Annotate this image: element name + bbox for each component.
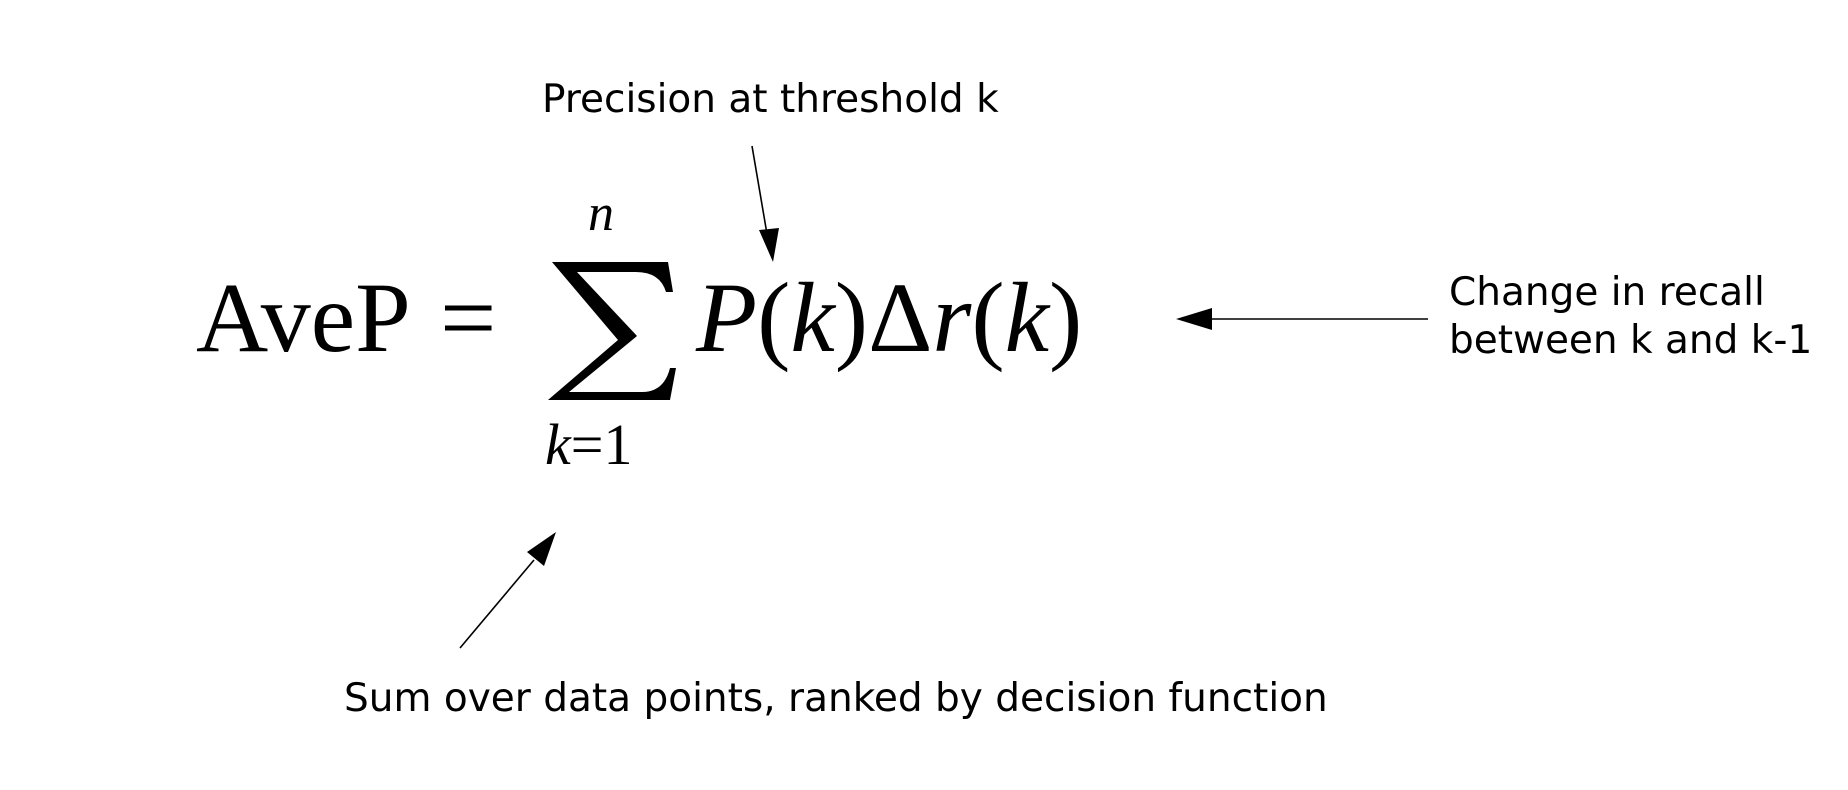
formula-equals: = (440, 262, 497, 373)
sum-arrowhead-icon (527, 532, 556, 566)
summand-k-2: k (1004, 262, 1050, 373)
summand-open-paren-2: ( (971, 262, 1005, 373)
sum-arrow-shaft (459, 559, 535, 649)
recall-annotation-line-1: Change in recall (1449, 270, 1765, 315)
precision-arrow-shaft (751, 145, 768, 235)
formula-lhs: AveP (196, 262, 411, 373)
summand-close-paren-1: ) (834, 262, 869, 373)
recall-annotation-line-2: between k and k-1 (1449, 318, 1813, 363)
summand-open-paren-1: ( (757, 262, 791, 373)
summation-sigma-icon (548, 262, 676, 400)
summand-close-paren-2: ) (1049, 262, 1083, 373)
summand-precision-symbol: P (696, 262, 758, 373)
summand-delta-symbol: Δ (868, 262, 933, 373)
summand-k-1: k (790, 262, 835, 373)
precision-arrowhead-icon (759, 228, 779, 262)
formula-summand: P(k)Δr(k) (696, 258, 1082, 378)
recall-arrowhead-icon (1176, 308, 1212, 330)
precision-annotation: Precision at threshold k (542, 77, 999, 122)
lower-limit-value: =1 (570, 412, 633, 477)
summation-lower-limit: k=1 (545, 410, 632, 480)
lower-limit-variable: k (545, 412, 571, 477)
recall-annotation: Change in recall between k and k-1 (1449, 269, 1812, 365)
sum-annotation: Sum over data points, ranked by decision… (344, 676, 1328, 721)
summand-recall-symbol: r (932, 262, 972, 373)
summation-upper-limit: n (588, 185, 614, 242)
